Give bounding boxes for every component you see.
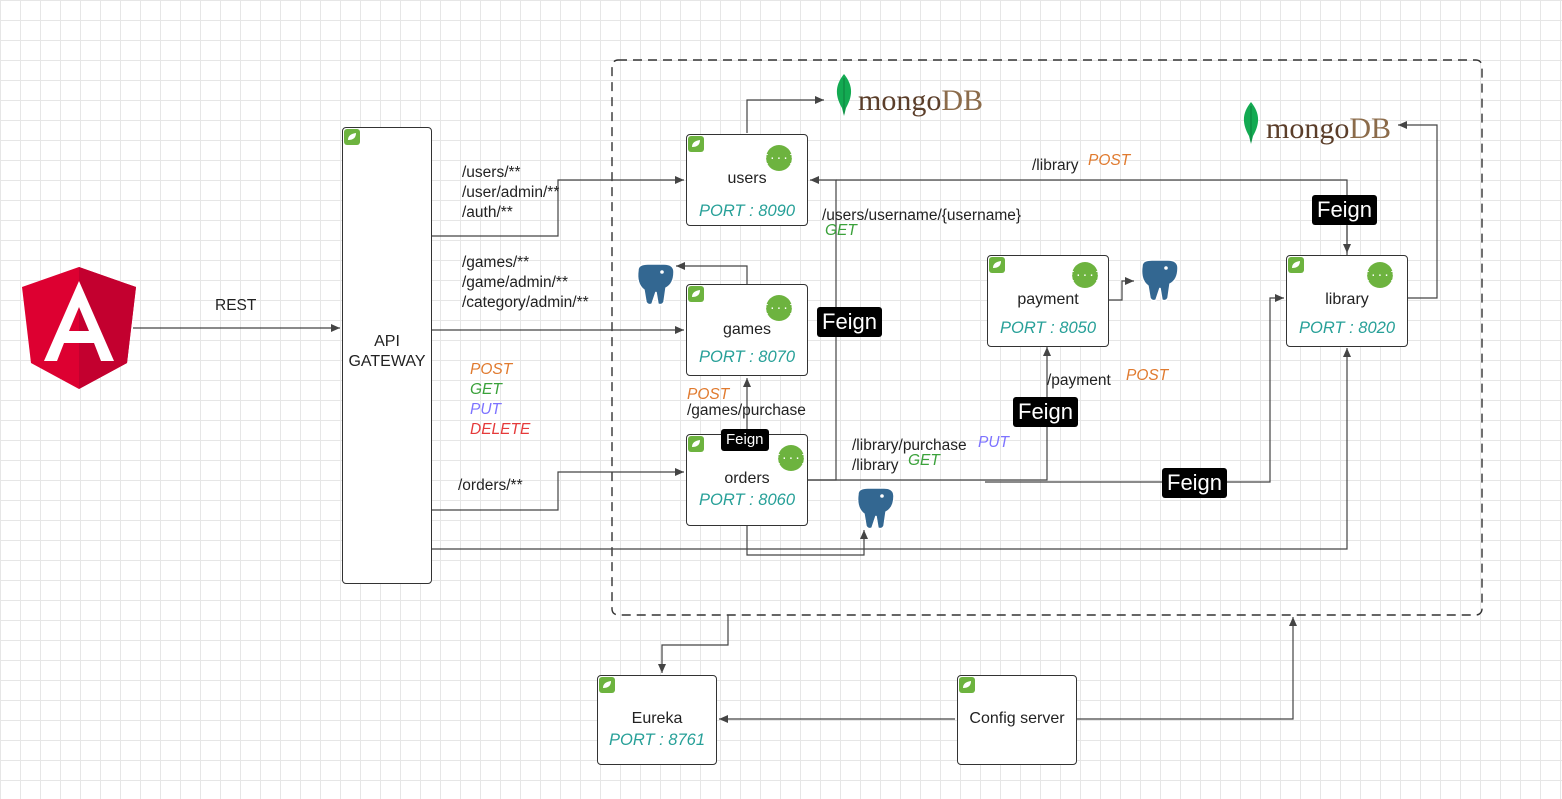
- library-post-path: /library: [1032, 157, 1079, 174]
- library-service-box[interactable]: {···} library PORT : 8020: [1286, 255, 1408, 347]
- gateway-label-line2: GATEWAY: [348, 353, 426, 370]
- svg-text:{···}: {···}: [765, 152, 793, 165]
- games-purchase-method: POST: [687, 386, 730, 403]
- library-post-method: POST: [1088, 152, 1131, 169]
- config-server-box[interactable]: Config server: [957, 675, 1077, 765]
- api-icon: {···}: [777, 445, 805, 471]
- route-category-admin: /category/admin/**: [462, 294, 589, 311]
- games-postgres-arrow: [676, 262, 748, 284]
- games-service-name: games: [722, 321, 772, 338]
- route-game-admin: /game/admin/**: [462, 274, 568, 291]
- method-post: POST: [470, 361, 513, 378]
- spring-leaf-icon: [344, 129, 360, 145]
- method-put: PUT: [470, 401, 501, 418]
- route-user-admin: /user/admin/**: [462, 184, 560, 201]
- spring-leaf-icon: [989, 257, 1005, 273]
- config-boundary-arrow: [1077, 617, 1297, 720]
- eureka-server-name: Eureka: [631, 710, 683, 727]
- users-get-path: /users/username/{username}: [822, 207, 1022, 224]
- rest-label: REST: [215, 297, 257, 314]
- library-purchase-path: /library/purchase: [852, 437, 967, 454]
- payment-service-port: PORT : 8050: [1000, 319, 1096, 337]
- boundary-eureka-arrow: [658, 615, 729, 673]
- feign-badge-library-users: Feign: [1312, 195, 1378, 225]
- feign-badge-library-orders: Feign: [1162, 468, 1228, 498]
- payment-path: /payment: [1047, 372, 1111, 389]
- library-service-name: library: [1325, 291, 1369, 308]
- postgresql-icon: [636, 263, 675, 306]
- payment-postgres-arrow: [1108, 277, 1134, 301]
- db-word: DB: [1349, 112, 1392, 145]
- payment-method: POST: [1126, 367, 1169, 384]
- spring-leaf-icon: [599, 677, 615, 693]
- config-server-name: Config server: [969, 710, 1065, 727]
- games-purchase-path: /games/purchase: [687, 402, 806, 419]
- feign-badge-games: Feign: [721, 429, 769, 451]
- mongo-word: mongo: [1266, 112, 1350, 145]
- orders-service-port: PORT : 8060: [699, 491, 795, 509]
- feign-badge-users: Feign: [817, 307, 883, 337]
- feign-badge-payment: Feign: [1013, 397, 1079, 427]
- gateway-users-arrow: [432, 176, 684, 237]
- users-mongo-arrow: [746, 96, 824, 133]
- library-service-port: PORT : 8020: [1299, 319, 1395, 337]
- eureka-server-port: PORT : 8761: [609, 731, 705, 749]
- games-service-box[interactable]: {···} games PORT : 8070: [686, 284, 808, 376]
- library-get-method: GET: [908, 452, 940, 469]
- eureka-server-box[interactable]: Eureka PORT : 8761: [597, 675, 717, 765]
- orders-postgres-arrow: [746, 525, 868, 556]
- db-word: DB: [941, 84, 984, 117]
- payment-service-box[interactable]: {···} payment PORT : 8050: [987, 255, 1109, 347]
- users-get-method: GET: [825, 222, 857, 239]
- svg-text:{···}: {···}: [1071, 269, 1099, 282]
- library-purchase-method: PUT: [978, 434, 1009, 451]
- mongodb-leaf-icon: [836, 74, 852, 116]
- api-gateway-box[interactable]: API GATEWAY: [342, 127, 432, 584]
- route-orders: /orders/**: [458, 477, 523, 494]
- svg-text:{···}: {···}: [777, 452, 805, 465]
- mongodb-leaf-icon: [1243, 102, 1259, 144]
- mongodb-logo-text: mongoDB: [858, 84, 983, 118]
- gateway-library-arrow: [432, 348, 1351, 550]
- route-games: /games/**: [462, 254, 530, 271]
- library-mongo-arrow: [1398, 121, 1438, 299]
- mongodb-logo-text: mongoDB: [1266, 112, 1391, 146]
- payment-service-name: payment: [1017, 291, 1079, 308]
- svg-text:{···}: {···}: [765, 302, 793, 315]
- users-service-box[interactable]: {···} users PORT : 8090: [686, 134, 808, 226]
- games-service-port: PORT : 8070: [699, 348, 795, 366]
- spring-leaf-icon: [688, 436, 704, 452]
- microservices-boundary: [611, 59, 1483, 616]
- spring-leaf-icon: [688, 136, 704, 152]
- gateway-orders-arrow: [432, 468, 684, 511]
- angular-icon: [22, 267, 136, 389]
- method-delete: DELETE: [470, 421, 531, 438]
- mongo-word: mongo: [858, 84, 942, 117]
- postgresql-icon: [856, 487, 895, 530]
- users-service-port: PORT : 8090: [699, 202, 795, 220]
- api-icon: {···}: [1366, 262, 1394, 288]
- orders-payment-arrow: [808, 347, 1051, 481]
- orders-library-arrow: [985, 294, 1284, 483]
- api-icon: {···}: [765, 145, 793, 171]
- spring-leaf-icon: [959, 677, 975, 693]
- route-auth: /auth/**: [462, 204, 513, 221]
- api-icon: {···}: [1071, 262, 1099, 288]
- api-icon: {···}: [765, 295, 793, 321]
- orders-service-name: orders: [724, 470, 770, 487]
- method-get: GET: [470, 381, 502, 398]
- library-get-path: /library: [852, 457, 899, 474]
- users-service-name: users: [727, 170, 767, 187]
- route-users: /users/**: [462, 164, 521, 181]
- spring-leaf-icon: [1288, 257, 1304, 273]
- spring-leaf-icon: [688, 286, 704, 302]
- svg-text:{···}: {···}: [1366, 269, 1394, 282]
- gateway-label-line1: API: [374, 333, 400, 350]
- postgresql-icon: [1140, 259, 1179, 302]
